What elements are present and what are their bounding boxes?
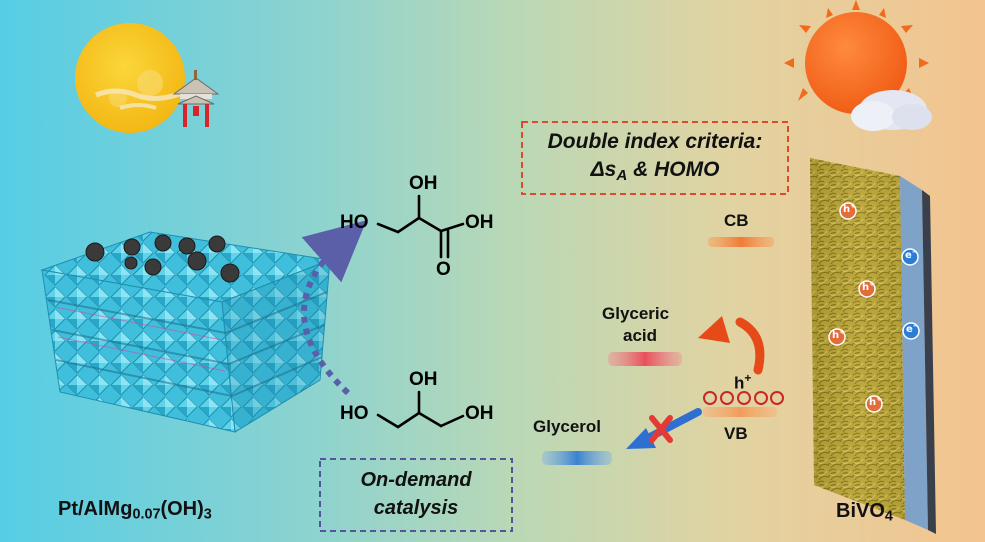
on-demand-line2: catalysis: [373, 497, 459, 519]
glyceric-acid-label-line1: Glyceric: [602, 304, 670, 323]
ldh-crystal-illustration: [40, 231, 332, 433]
right-material-label: BiVO4: [836, 500, 893, 525]
film-electron-label: e−: [906, 322, 919, 335]
film-electron-dots: [901, 248, 920, 340]
glycerol-oh-right: OH: [465, 403, 494, 424]
film-hole-label: h+: [862, 280, 875, 293]
conversion-dashed-arrow: [301, 220, 367, 396]
on-demand-line1: On-demand: [360, 469, 472, 491]
cb-level-bar: [708, 237, 774, 247]
film-hole-dots: [828, 202, 883, 413]
vb-label: VB: [724, 424, 748, 443]
film-hole-label: h+: [843, 202, 856, 215]
glycerol-oh-top: OH: [409, 369, 438, 390]
glycerol-ho-left: HO: [340, 403, 369, 424]
sun-icon: [784, 0, 929, 114]
glyceric-acid-level-bar: [608, 352, 682, 366]
hole-label: h+: [734, 371, 752, 393]
vb-level-bar: [703, 407, 777, 417]
film-hole-label: h+: [832, 328, 845, 341]
glycerol-structure: [376, 390, 465, 429]
glycerol-level-bar: [542, 451, 612, 465]
criteria-line2: ΔsA & HOMO: [590, 158, 720, 184]
cross-icon: [649, 415, 673, 443]
glyceric-acid-label-line2: acid: [623, 326, 658, 345]
criteria-line1: Double index criteria:: [547, 130, 763, 153]
left-material-label: Pt/AlMg0.07(OH)3: [58, 498, 212, 523]
glyceric-ho-left: HO: [340, 212, 369, 233]
bivo4-film-illustration: [810, 158, 936, 534]
oxidation-curved-arrow: [698, 316, 765, 375]
pavilion-icon: [172, 70, 220, 127]
pt-nanoparticles: [85, 234, 240, 283]
glycerol-label: Glycerol: [533, 417, 602, 436]
criteria-box-border: [521, 121, 789, 195]
glyceric-oh-right: OH: [465, 212, 494, 233]
film-electron-label: e−: [905, 248, 918, 261]
glyceric-oh-top: OH: [409, 173, 438, 194]
glyceric-acid-structure: [376, 194, 465, 259]
moon-icon: [75, 23, 185, 133]
film-hole-label: h+: [869, 395, 882, 408]
vb-hole-circles: [703, 391, 784, 405]
glyceric-o-bottom: O: [436, 259, 451, 280]
cloud-icon: [851, 90, 932, 131]
on-demand-box-border: [319, 458, 513, 532]
cb-label: CB: [724, 211, 749, 230]
